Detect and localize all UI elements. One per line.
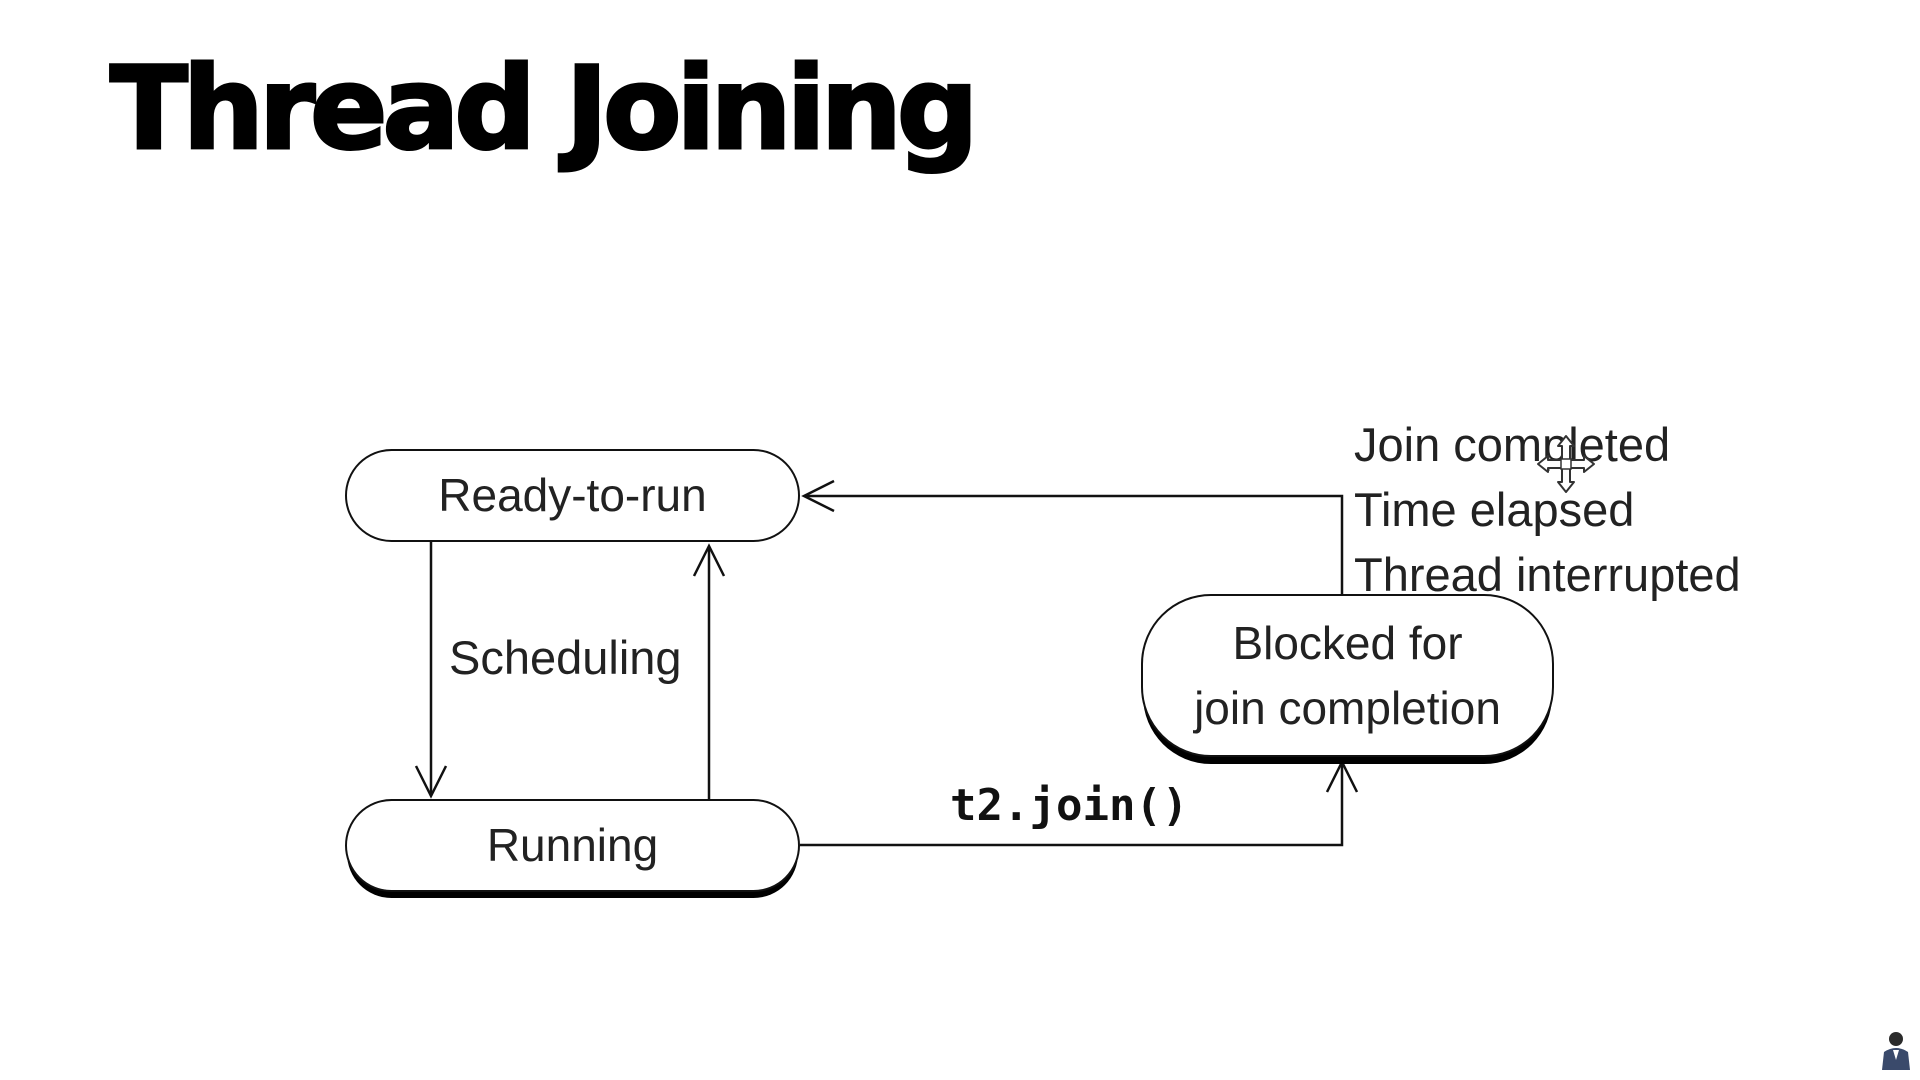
arrow-running-to-blocked	[800, 762, 1344, 847]
arrowhead-blocked	[1325, 759, 1359, 793]
state-ready-label: Ready-to-run	[438, 469, 707, 522]
state-blocked-for-join: Blocked for join completion	[1141, 594, 1554, 757]
move-cursor-icon	[1537, 435, 1595, 493]
arrowhead-ready-right	[801, 479, 835, 513]
state-ready-to-run: Ready-to-run	[345, 449, 800, 542]
edge-label-join-call: t2.join()	[950, 780, 1189, 831]
state-blocked-label-line1: Blocked for	[1232, 617, 1463, 670]
slide-title: Thread Joining	[109, 42, 980, 175]
arrowhead-running	[414, 765, 448, 799]
edge-label-return-conditions: Join completed Time elapsed Thread inter…	[1354, 412, 1741, 607]
arrow-blocked-to-ready	[804, 494, 1344, 594]
condition-time-elapsed: Time elapsed	[1354, 483, 1635, 536]
condition-thread-interrupted: Thread interrupted	[1354, 548, 1741, 601]
arrowhead-ready-bottom	[692, 543, 726, 577]
condition-join-completed: Join completed	[1354, 418, 1671, 471]
presenter-avatar-icon	[1882, 1032, 1910, 1070]
state-running: Running	[345, 799, 800, 892]
state-running-label: Running	[486, 819, 659, 872]
state-blocked-label-line2: join completion	[1194, 681, 1501, 734]
edge-label-scheduling: Scheduling	[449, 631, 682, 684]
